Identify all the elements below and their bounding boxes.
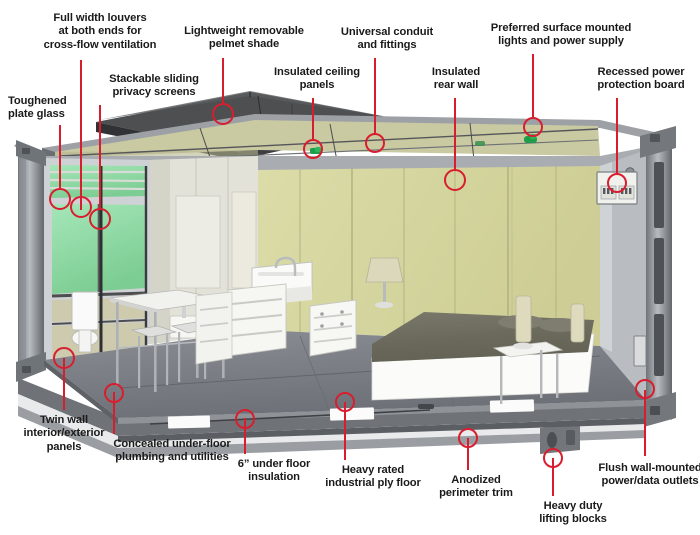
callout-marker-insulated-rear-wall[interactable] [444, 169, 466, 191]
callout-marker-flush-wall-mounted-power-data-outlets[interactable] [635, 379, 655, 399]
callout-leader-under-floor-insulation [243, 418, 247, 454]
callout-leader-concealed-under-floor-plumbing-and-utilities [112, 392, 116, 434]
callout-marker-recessed-power-protection-board[interactable] [607, 173, 627, 193]
kitchen-sink-unit [195, 256, 313, 365]
callout-marker-heavy-rated-industrial-ply-floor[interactable] [335, 392, 355, 412]
callout-leader-recessed-power-protection-board [615, 98, 619, 174]
callout-label-concealed-under-floor-plumbing-and-utilities: Concealed under-floor plumbing and utili… [113, 438, 231, 464]
callout-leader-lightweight-removable-pelmet-shade [221, 58, 225, 104]
callout-leader-flush-wall-mounted-power-data-outlets [643, 390, 647, 456]
callout-label-flush-wall-mounted-power-data-outlets: Flush wall-mounted power/data outlets [598, 462, 700, 488]
dresser-with-lamp [309, 257, 404, 357]
floor-edge [44, 360, 118, 424]
callout-leader-stackable-sliding-privacy-screens [98, 105, 102, 210]
callout-marker-full-width-louvers[interactable] [70, 196, 92, 218]
callout-leader-anodized-perimeter-trim [466, 438, 470, 470]
callout-marker-insulated-ceiling-panels[interactable] [303, 139, 323, 159]
bed [371, 295, 595, 404]
callout-leader-insulated-rear-wall [453, 98, 457, 170]
callout-label-stackable-sliding-privacy-screens: Stackable sliding privacy screens [109, 73, 199, 99]
callout-leader-toughened-plate-glass [58, 125, 62, 190]
callout-label-recessed-power-protection-board: Recessed power protection board [597, 66, 685, 92]
callout-label-universal-conduit-and-fittings: Universal conduit and fittings [340, 26, 434, 52]
callout-leader-twin-wall-interior-exterior-panels [62, 358, 66, 410]
front-bottom-rail [118, 418, 646, 442]
callout-marker-anodized-perimeter-trim[interactable] [458, 428, 478, 448]
callout-marker-toughened-plate-glass[interactable] [49, 188, 71, 210]
callout-marker-twin-wall-interior-exterior-panels[interactable] [53, 347, 75, 369]
callout-label-heavy-rated-industrial-ply-floor: Heavy rated industrial ply floor [325, 464, 421, 490]
callout-marker-heavy-duty-lifting-blocks[interactable] [543, 448, 563, 468]
callout-leader-heavy-duty-lifting-blocks [551, 458, 555, 496]
callout-label-preferred-surface-mounted-lights-and-power-supply: Preferred surface mounted lights and pow… [490, 22, 632, 48]
callout-marker-universal-conduit-and-fittings[interactable] [365, 133, 385, 153]
callout-label-toughened-plate-glass: Toughened plate glass [8, 95, 67, 121]
toilet-fixture [71, 291, 99, 353]
flush-wall-mounted-outlet [633, 335, 647, 367]
callout-label-twin-wall-interior-exterior-panels: Twin wall interior/exterior panels [23, 414, 105, 453]
callout-leader-preferred-surface-mounted-lights-and-power-supply [531, 54, 535, 118]
callout-label-anodized-perimeter-trim: Anodized perimeter trim [439, 474, 513, 500]
callout-leader-universal-conduit-and-fittings [373, 58, 377, 134]
heavy-duty-lifting-blocks [540, 424, 580, 454]
callout-leader-heavy-rated-industrial-ply-floor [343, 402, 347, 460]
callout-marker-stackable-sliding-privacy-screens[interactable] [89, 208, 111, 230]
callout-label-lightweight-removable-pelmet-shade: Lightweight removable pelmet shade [184, 25, 304, 51]
callout-leader-insulated-ceiling-panels [311, 98, 315, 140]
left-corner-post [14, 140, 46, 382]
callout-leader-full-width-louvers [79, 60, 83, 210]
callout-label-under-floor-insulation: 6” under floor insulation [237, 458, 311, 484]
callout-marker-preferred-surface-mounted-lights-and-power-supply[interactable] [523, 117, 543, 137]
callout-marker-under-floor-insulation[interactable] [235, 409, 255, 429]
callout-label-insulated-rear-wall: Insulated rear wall [431, 66, 481, 92]
callout-label-heavy-duty-lifting-blocks: Heavy duty lifting blocks [539, 500, 607, 526]
callout-marker-concealed-under-floor-plumbing-and-utilities[interactable] [104, 383, 124, 403]
callout-marker-lightweight-removable-pelmet-shade[interactable] [212, 103, 234, 125]
callout-label-full-width-louvers: Full width louvers at both ends for cros… [43, 12, 157, 51]
right-corner-post [596, 126, 676, 428]
callout-label-insulated-ceiling-panels: Insulated ceiling panels [274, 66, 360, 92]
